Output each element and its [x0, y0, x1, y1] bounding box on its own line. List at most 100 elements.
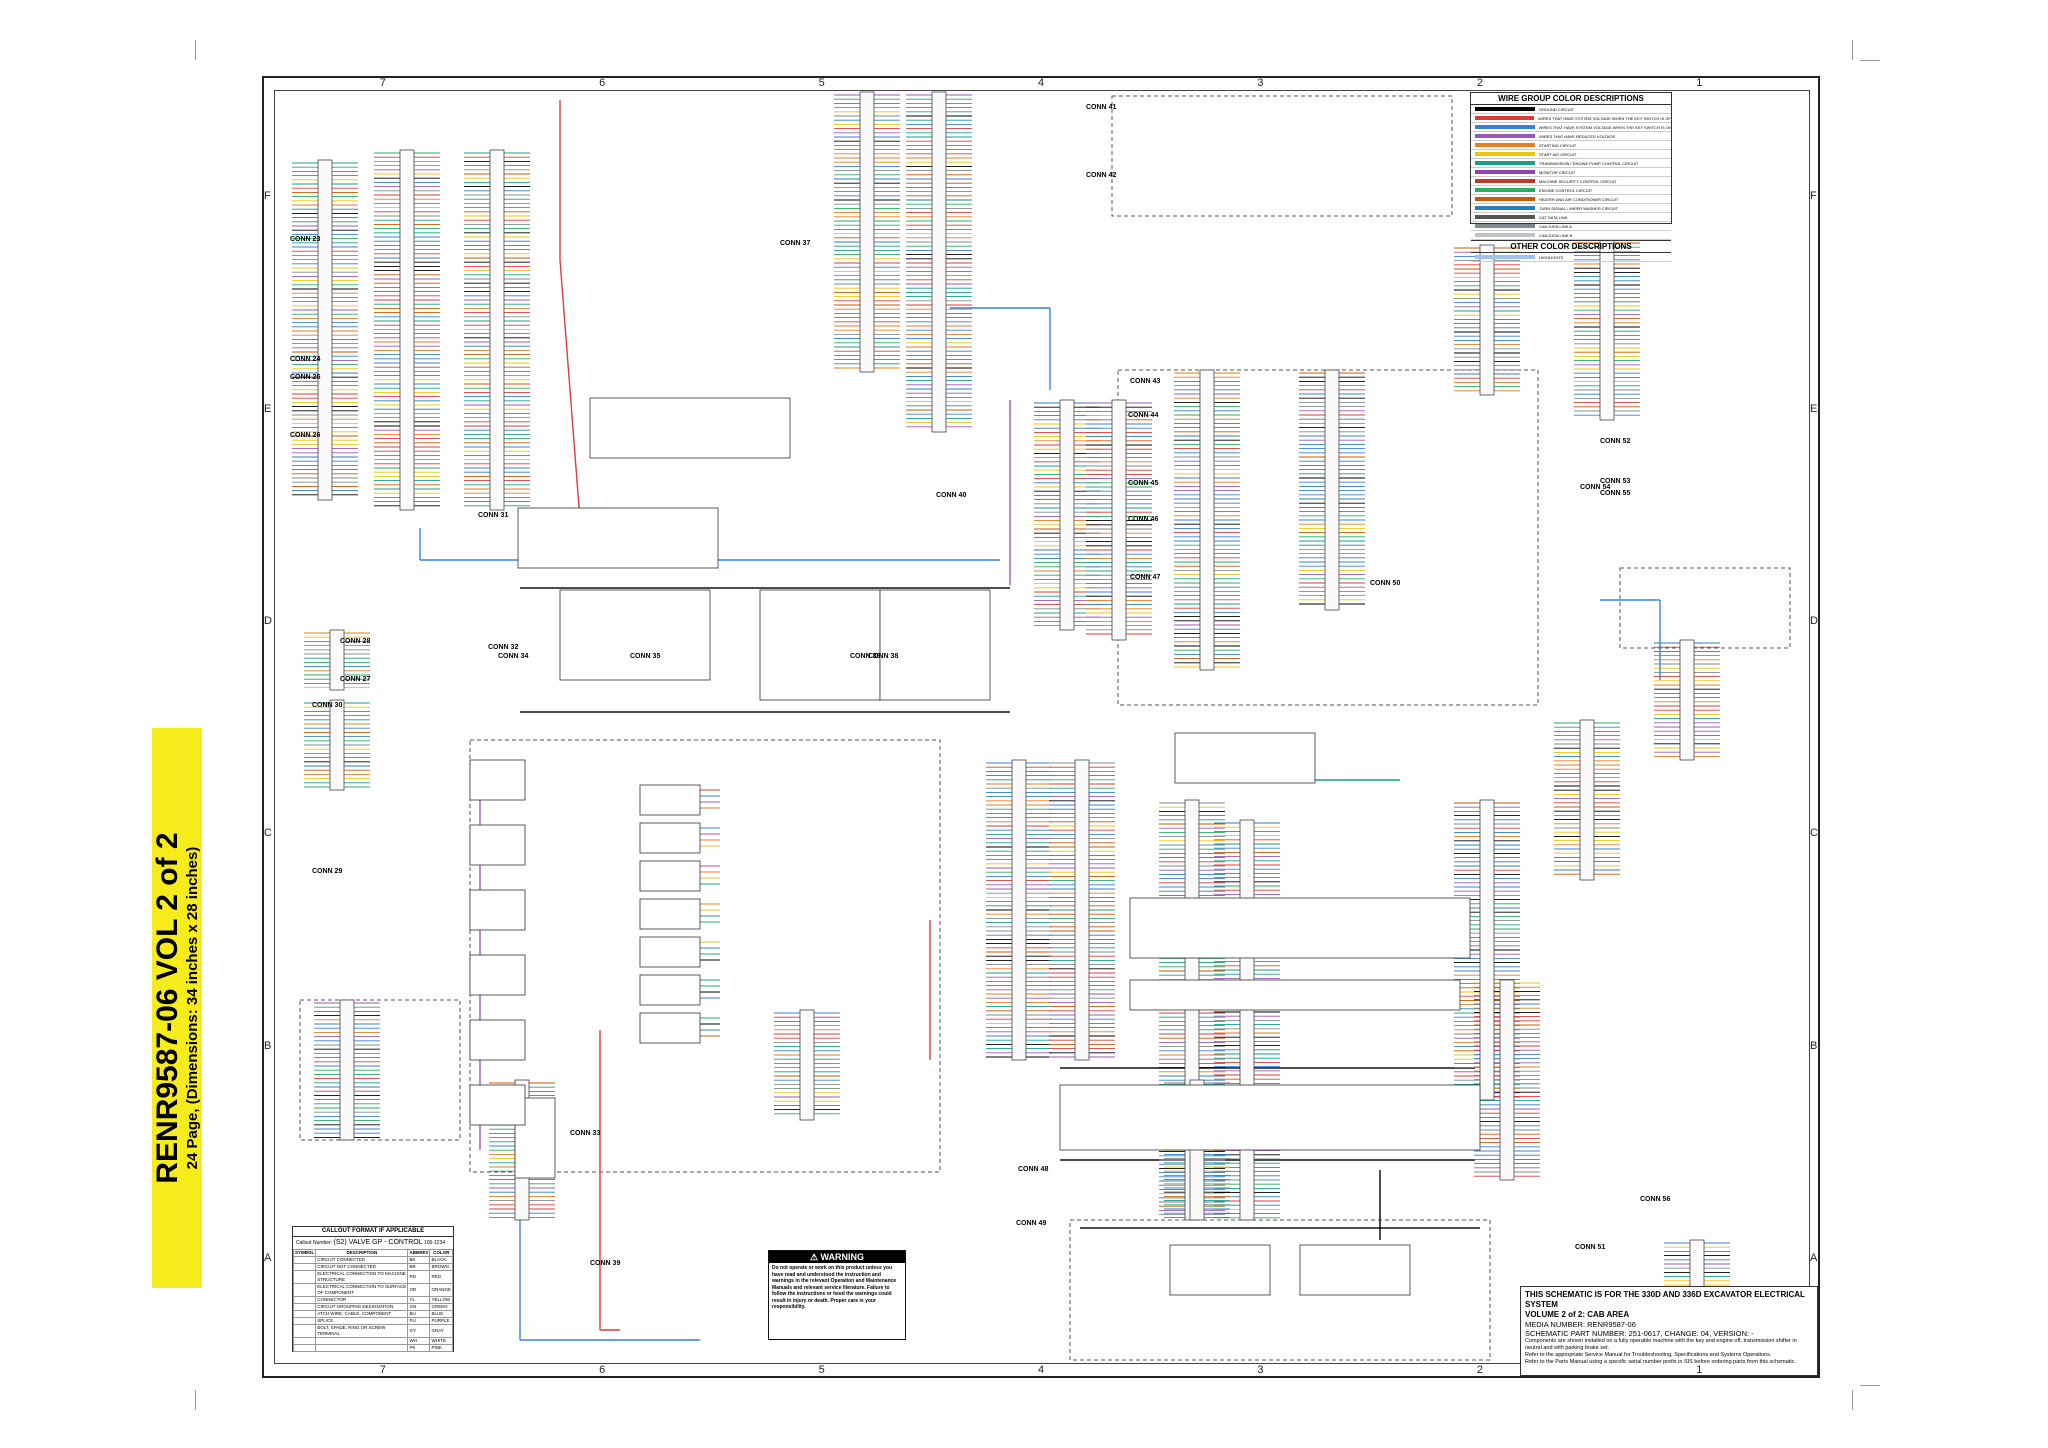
connector-block	[1324, 369, 1340, 611]
connector-label: CONN 51	[1575, 1244, 1606, 1251]
zone-row-label: C	[264, 827, 272, 840]
symbol-table-cell: ATCH WIRE, CABLE, COMPONENT	[315, 1310, 409, 1318]
connector-label: CONN 41	[1086, 104, 1117, 111]
callout-example-value: (S2) VALVE GP - CONTROL	[333, 1239, 423, 1246]
connector-label: CONN 23	[290, 236, 321, 243]
connector-label: CONN 45	[1128, 480, 1159, 487]
symbol-table-cell: BK	[407, 1256, 431, 1264]
connector-label: CONN 38	[868, 653, 899, 660]
legend-swatch	[1475, 116, 1535, 120]
symbol-table-cell: GY	[407, 1324, 431, 1338]
connector-label: CONN 34	[498, 653, 529, 660]
symbol-table-cell: WHITE	[429, 1337, 453, 1345]
connector-block	[639, 860, 701, 892]
legend-item: MACHINE SECURITY CONTROL CIRCUIT	[1471, 177, 1671, 186]
symbol-table-cell: ORANGE	[429, 1283, 453, 1297]
connector-block	[469, 759, 526, 801]
zone-row-label: D	[1810, 614, 1818, 627]
zone-column-label: 5	[818, 1364, 825, 1376]
connector-label: CONN 49	[1016, 1220, 1047, 1227]
schematic-volume: VOLUME 2 of 2: CAB AREA	[1525, 1310, 1630, 1319]
area-bottom-console	[1069, 1219, 1491, 1361]
legend-label: HIGHLIGHTS	[1539, 254, 1564, 260]
part-number: SCHEMATIC PART NUMBER: 251-0617, CHANGE:…	[1525, 1329, 1754, 1338]
connector-block	[559, 589, 711, 681]
zone-column-label: 2	[1476, 1364, 1483, 1376]
symbol-table-cell	[292, 1270, 317, 1284]
zone-column-label: 1	[1696, 1364, 1703, 1376]
callout-example-label: Callout Number	[296, 1240, 331, 1246]
wire-color-legend: WIRE GROUP COLOR DESCRIPTIONS GROUND CIR…	[1470, 92, 1672, 262]
connector-label: CONN 31	[478, 512, 509, 519]
connector-block	[1599, 239, 1615, 421]
wire	[559, 259, 581, 521]
symbol-table-cell: GREEN	[429, 1303, 453, 1311]
legend-swatch	[1475, 206, 1535, 210]
symbol-table-cell: GN	[407, 1303, 431, 1311]
connector-block	[469, 824, 526, 866]
legend-item: WIRES THAT HAVE SYSTEM VOLTAGE WHEN THE …	[1471, 123, 1671, 132]
symbol-table-cell	[292, 1303, 317, 1311]
legend-swatch	[1475, 188, 1535, 192]
legend-label: GROUND CIRCUIT	[1539, 106, 1575, 112]
crop-mark	[195, 1390, 196, 1410]
connector-label: CONN 30	[312, 702, 343, 709]
symbol-table-cell: GRAY	[429, 1324, 453, 1338]
legend-swatch	[1475, 125, 1535, 129]
symbol-table-cell	[292, 1310, 317, 1318]
zone-column-label: 7	[379, 77, 386, 89]
connector-block	[639, 822, 701, 854]
zone-column-label: 5	[818, 77, 825, 89]
connector-label: CONN 29	[312, 868, 343, 875]
zone-row-label: B	[264, 1039, 272, 1052]
drawing-inner-frame	[274, 90, 1810, 1364]
connector-block	[1169, 1244, 1271, 1296]
symbol-table-cell	[315, 1337, 409, 1345]
zone-column-label: 2	[1476, 77, 1483, 89]
zone-row-label: F	[1810, 190, 1817, 203]
symbol-table-cell	[292, 1296, 317, 1304]
symbol-table-cell: CIRCUIT NOT CONNECTED	[315, 1263, 409, 1271]
zone-row-label: F	[264, 190, 271, 203]
connector-label: CONN 55	[1600, 490, 1631, 497]
connector-label: CONN 52	[1600, 438, 1631, 445]
connector-block	[931, 91, 947, 433]
connector-block	[339, 999, 355, 1141]
connector-block	[399, 149, 415, 511]
callout-example: Callout Number: (S2) VALVE GP - CONTROL …	[296, 1239, 446, 1246]
symbol-table-cell: PK	[407, 1344, 431, 1352]
zone-row-label: E	[264, 402, 272, 415]
legend-item: START AID CIRCUIT	[1471, 150, 1671, 159]
drawing-frame	[262, 76, 1820, 1378]
legend-item: CAN DATA LINK A	[1471, 222, 1671, 231]
legend-label: TRANSMISSION / ENGINE PUMP CONTROL CIRCU…	[1539, 160, 1639, 166]
legend-label: TURN SIGNAL / WIPER WASHER CIRCUIT	[1539, 205, 1619, 211]
symbol-table-cell: OR	[407, 1283, 431, 1297]
symbol-table-cell	[292, 1317, 317, 1325]
connector-label: CONN 24	[290, 356, 321, 363]
legend-swatch	[1475, 107, 1535, 111]
zone-row-label: B	[1810, 1039, 1818, 1052]
connector-label: CONN 48	[1018, 1166, 1049, 1173]
legend-label: HEATER AND AIR CONDITIONER CIRCUIT	[1539, 196, 1619, 202]
legend-label: CAN DATA LINK B	[1539, 232, 1573, 238]
legend-label: MONITOR CIRCUIT	[1539, 169, 1576, 175]
legend-label: STARTING CIRCUIT	[1539, 142, 1577, 148]
symbol-table-cell	[292, 1324, 317, 1338]
crop-mark	[1860, 60, 1880, 61]
connector-label: CONN 43	[1130, 378, 1161, 385]
connector-block	[639, 784, 701, 816]
connector-block	[639, 898, 701, 930]
connector-block	[1059, 1084, 1481, 1151]
legend-item: CAT DATA LINK	[1471, 213, 1671, 222]
connector-block	[1074, 759, 1090, 1061]
legend-label: WIRES THAT HAVE SYSTEM VOLTAGE WHEN THE …	[1538, 124, 1671, 130]
zone-column-label: 6	[599, 77, 606, 89]
connector-block	[639, 974, 701, 1006]
note-3: Refer to the Parts Manual using a specif…	[1525, 1359, 1796, 1365]
zone-column-label: 6	[599, 1364, 606, 1376]
